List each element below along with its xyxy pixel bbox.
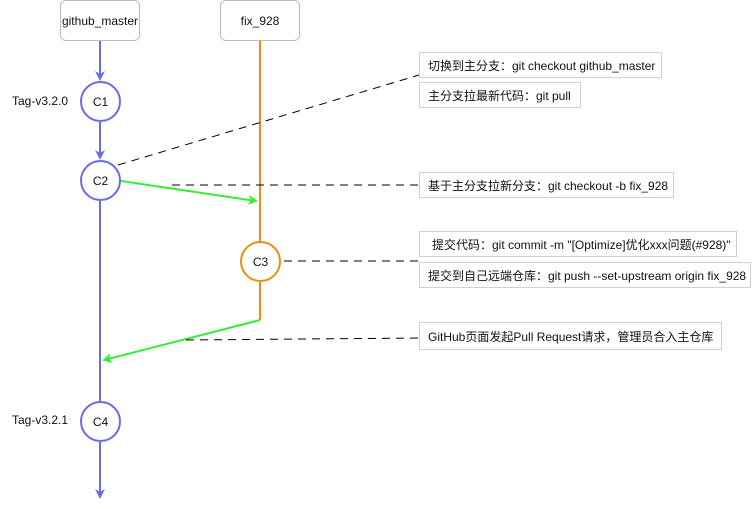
commit-node-c4: C4 [80,401,121,442]
note-new-branch: 基于主分支拉新分支：git checkout -b fix_928 [419,172,674,198]
note-pull-request: GitHub页面发起Pull Request请求，管理员合入主仓库 [419,322,722,350]
branch-label-master: github_master [60,0,140,41]
note-git-commit: 提交代码：git commit -m "[Optimize]优化xxx问题(#9… [419,231,737,257]
note-git-pull: 主分支拉最新代码：git pull [419,82,581,108]
note-checkout-master: 切换到主分支：git checkout github_master [419,52,662,78]
note-git-push: 提交到自己远端仓库：git push --set-upstream origin… [419,262,751,288]
merge-arrow [102,319,261,363]
commit-node-c2: C2 [80,160,121,201]
dashed-pointer-pull [117,74,420,166]
branch-label-fix: fix_928 [220,0,300,41]
commit-node-c1: C1 [80,81,121,122]
dashed-pointer-pr [185,337,420,341]
tag-label-v321: Tag-v3.2.1 [12,413,69,427]
tag-label-v320: Tag-v3.2.0 [12,94,69,108]
commit-node-c3: C3 [240,241,281,282]
branch-off-arrow [120,180,258,205]
